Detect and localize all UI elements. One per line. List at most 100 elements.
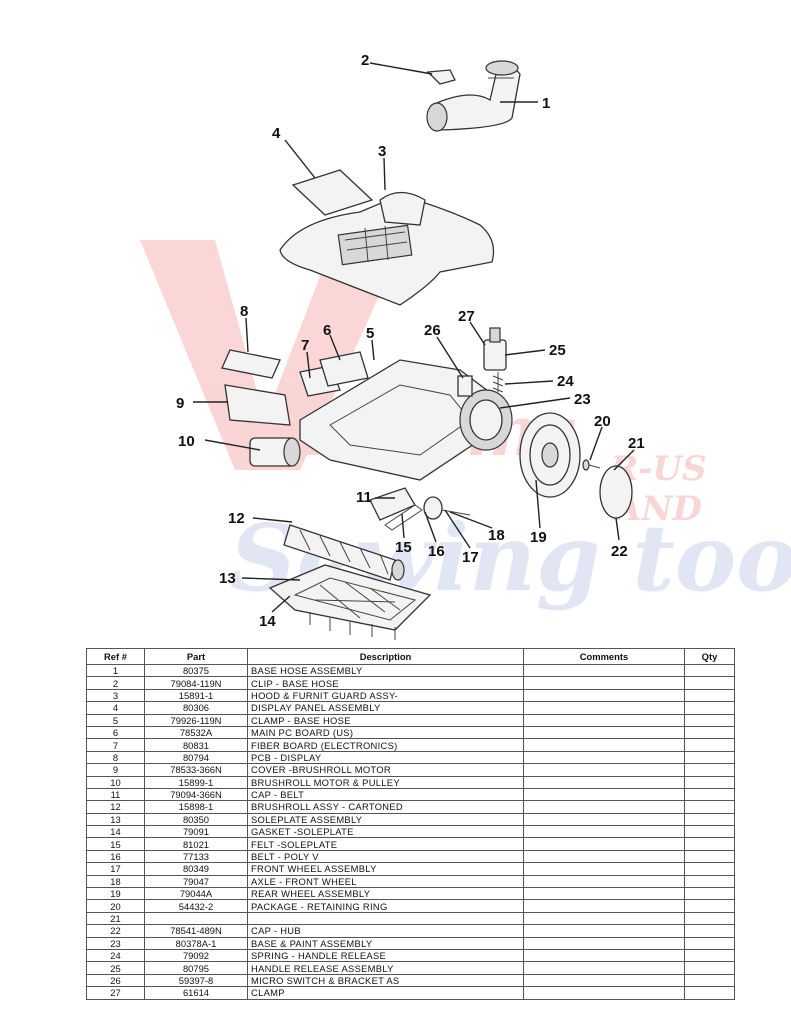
- cell-qty: [684, 924, 735, 938]
- cell-qty: [684, 825, 735, 839]
- callout-10: 10: [178, 433, 195, 450]
- cell-description: FRONT WHEEL ASSEMBLY: [247, 862, 524, 876]
- callout-21: 21: [628, 435, 645, 452]
- cell-qty: [684, 899, 735, 913]
- exploded-parts-diagram: Vacuums R-US AND Sewing too: [140, 52, 791, 640]
- cell-description: SOLEPLATE ASSEMBLY: [247, 812, 524, 827]
- callout-24: 24: [557, 373, 574, 390]
- cell-qty: [684, 775, 735, 789]
- callout-11: 11: [356, 489, 372, 506]
- cell-qty: [684, 763, 735, 777]
- cell-part: 77133: [144, 849, 248, 864]
- cell-description: CAP - HUB: [247, 924, 524, 938]
- cell-comments: [523, 899, 685, 913]
- header-qty: Qty: [684, 648, 735, 665]
- cell-part: 79094-366N: [144, 787, 248, 802]
- callout-16: 16: [428, 543, 445, 560]
- cell-ref: 14: [86, 825, 145, 839]
- cell-qty: [684, 986, 735, 1000]
- cell-ref: 22: [86, 924, 145, 938]
- cell-qty: [684, 887, 735, 901]
- callout-5: 5: [366, 325, 374, 342]
- cell-comments: [523, 825, 685, 839]
- cell-ref: 3: [86, 688, 145, 703]
- cell-qty: [684, 750, 735, 765]
- callout-27: 27: [458, 308, 475, 325]
- cell-qty: [684, 973, 735, 988]
- callout-12: 12: [228, 510, 245, 527]
- cell-part: 79092: [144, 948, 248, 963]
- cell-description: COVER -BRUSHROLL MOTOR: [247, 763, 524, 777]
- header-comments: Comments: [523, 648, 685, 665]
- cell-part: 80349: [144, 862, 248, 876]
- cell-qty: [684, 874, 735, 889]
- cell-qty: [684, 701, 735, 715]
- part-3-hood: [279, 191, 495, 306]
- cell-qty: [684, 837, 735, 851]
- cell-ref: 13: [86, 812, 145, 827]
- cell-ref: 17: [86, 862, 145, 876]
- cell-description: BRUSHROLL ASSY - CARTONED: [247, 800, 524, 814]
- cell-qty: [684, 725, 735, 740]
- cell-part: 79091: [144, 825, 248, 839]
- part-12-brushroll: [283, 524, 405, 581]
- cell-ref: 2: [86, 676, 145, 690]
- cell-part: 80306: [144, 701, 248, 715]
- cell-description: BASE & PAINT ASSEMBLY: [247, 936, 524, 951]
- cell-description: HANDLE RELEASE ASSEMBLY: [247, 961, 524, 975]
- cell-comments: [523, 763, 685, 777]
- header-description: Description: [247, 648, 524, 665]
- part-20-retaining-ring: [582, 459, 601, 471]
- cell-comments: [523, 936, 685, 951]
- part-8-pcb-display: [221, 349, 281, 379]
- cell-part: 80795: [144, 961, 248, 975]
- cell-comments: [523, 973, 685, 988]
- cell-ref: 24: [86, 948, 145, 963]
- cell-qty: [684, 862, 735, 876]
- cell-ref: 12: [86, 800, 145, 814]
- callout-26: 26: [424, 322, 441, 339]
- part-10-brushroll-motor: [249, 437, 301, 467]
- cell-qty: [684, 787, 735, 802]
- cell-description: CLAMP - BASE HOSE: [247, 713, 524, 727]
- cell-part: 80350: [144, 812, 248, 827]
- callout-23: 23: [574, 391, 591, 408]
- cell-comments: [523, 986, 685, 1000]
- part-1-base-hose: [426, 60, 521, 132]
- cell-part: 81021: [144, 837, 248, 851]
- watermark-v-logo: [140, 240, 400, 470]
- cell-description: BRUSHROLL MOTOR & PULLEY: [247, 775, 524, 789]
- cell-comments: [523, 787, 685, 802]
- cell-comments: [523, 701, 685, 715]
- cell-ref: 15: [86, 837, 145, 851]
- part-2-clip: [426, 69, 456, 85]
- part-26-micro-switch: [457, 375, 473, 397]
- cell-ref: 4: [86, 701, 145, 715]
- callout-13: 13: [219, 570, 236, 587]
- callout-18: 18: [488, 527, 505, 544]
- cell-part: 79084-119N: [144, 676, 248, 690]
- cell-description: REAR WHEEL ASSEMBLY: [247, 887, 524, 901]
- cell-comments: [523, 725, 685, 740]
- callout-7: 7: [301, 337, 309, 354]
- callout-8: 8: [240, 303, 248, 320]
- cell-comments: [523, 887, 685, 901]
- cell-part: 80375: [144, 663, 248, 678]
- cell-description: HOOD & FURNIT GUARD ASSY-: [247, 688, 524, 703]
